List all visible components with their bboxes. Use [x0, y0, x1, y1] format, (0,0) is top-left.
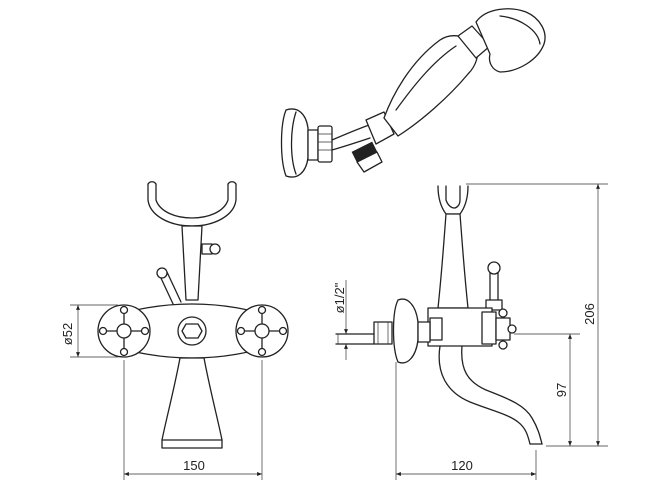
hand-shower-assembly	[280, 8, 546, 178]
front-spout	[161, 357, 223, 441]
side-cross-handle	[495, 308, 517, 350]
shower-handle	[383, 35, 479, 137]
side-hook-holder	[437, 185, 469, 215]
bracket-neck	[307, 129, 319, 161]
side-column	[437, 213, 469, 309]
side-spout	[438, 345, 543, 445]
right-cross-handle	[236, 305, 288, 357]
side-lever	[489, 267, 499, 301]
diverter-knob	[209, 243, 221, 255]
center-nut	[177, 316, 207, 346]
front-view: ø52 150	[60, 181, 289, 480]
front-column	[181, 225, 203, 301]
side-view: ø1/2" 206 97 120	[332, 183, 608, 480]
bracket-nut	[317, 125, 333, 163]
shower-head	[475, 8, 546, 73]
dim-thread: ø1/2"	[332, 282, 347, 313]
inlet-nut	[373, 321, 393, 345]
dim-height-total: 206	[582, 303, 597, 325]
wall-bracket	[280, 108, 309, 178]
front-hook-holder	[147, 183, 237, 227]
dim-spout-reach: 120	[451, 458, 473, 473]
left-cross-handle	[98, 305, 150, 357]
side-wall-flange	[392, 298, 419, 364]
dim-spout-height: 97	[554, 383, 569, 397]
dim-diameter: ø52	[60, 323, 75, 345]
front-lever	[159, 271, 182, 307]
dim-width-front: 150	[183, 458, 205, 473]
